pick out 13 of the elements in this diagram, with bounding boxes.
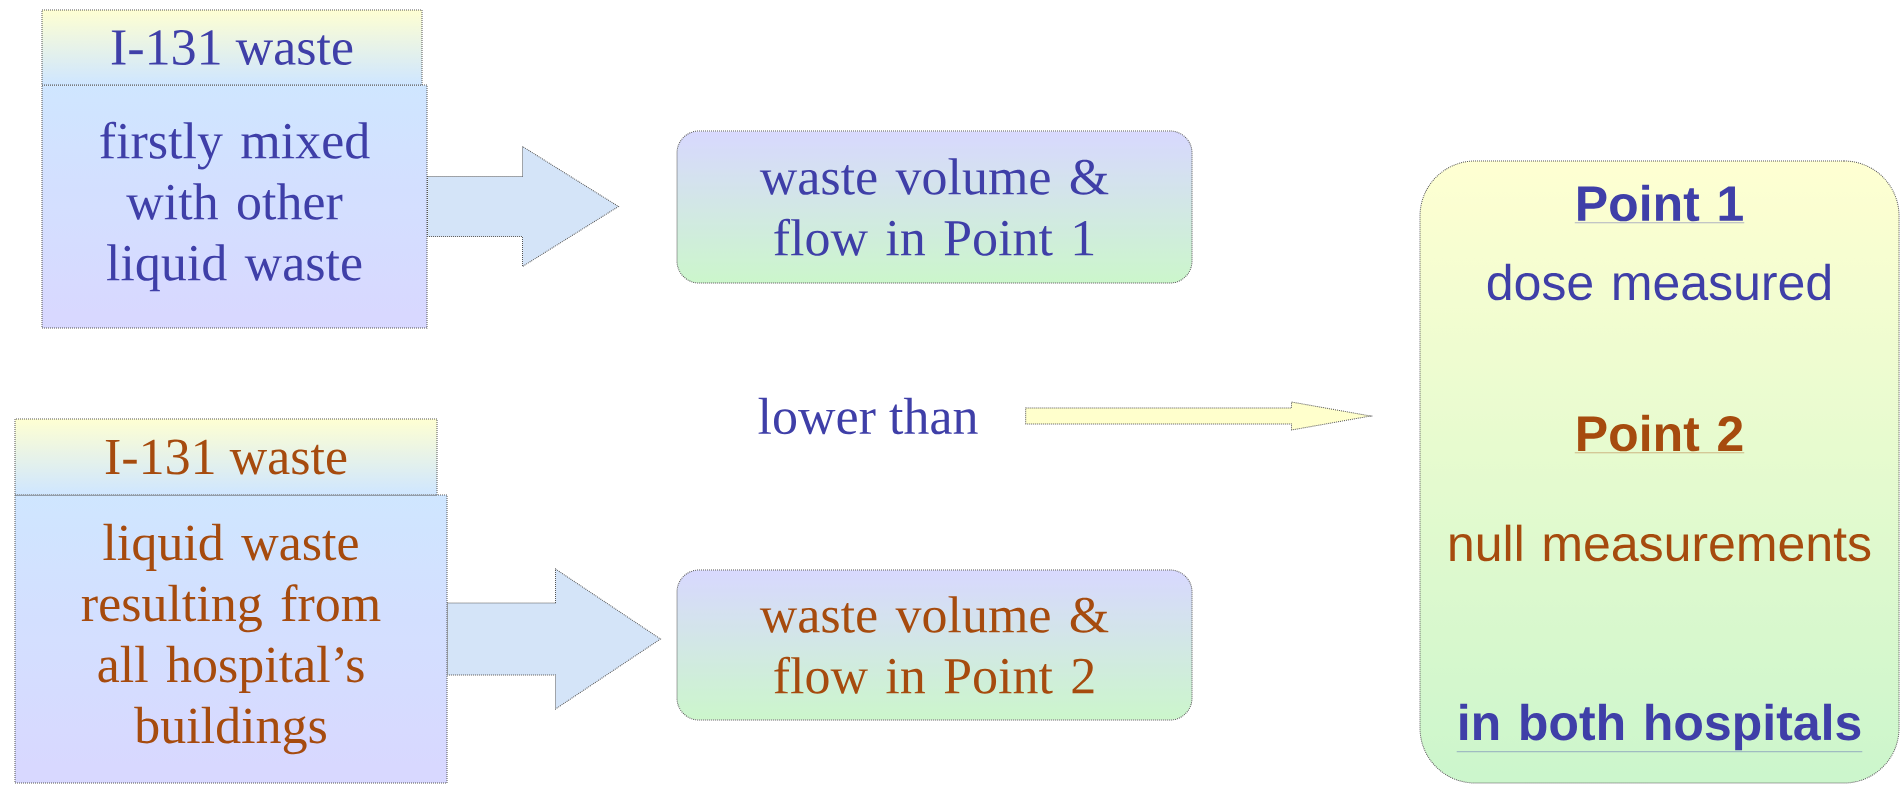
- process-box: waste volume & flow in Point 2: [676, 569, 1193, 721]
- heading: Point 1: [1574, 184, 1745, 223]
- block-arrow: [427, 146, 619, 267]
- result-text: dose measured: [1487, 263, 1830, 301]
- heading: Point 2: [1574, 414, 1745, 453]
- heading: in both hospitals: [1456, 703, 1863, 752]
- tab-header: I-131 waste: [14, 418, 438, 496]
- block-arrow: [447, 568, 661, 710]
- process-box: waste volume & flow in Point 1: [676, 130, 1193, 284]
- result-text: null measurements: [1450, 524, 1871, 562]
- block-arrow: [1025, 401, 1371, 431]
- tab-header: I-131 waste: [41, 9, 423, 86]
- comparison-text: lower than: [758, 397, 978, 435]
